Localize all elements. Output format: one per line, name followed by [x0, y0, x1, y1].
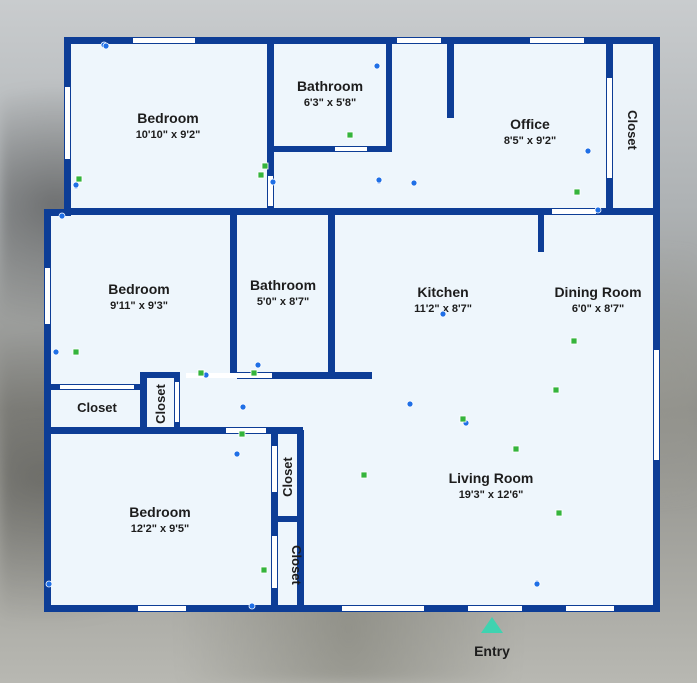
room-title-bedroom-2: Bedroom	[108, 281, 169, 297]
blue-marker[interactable]	[375, 176, 383, 184]
blue-marker[interactable]	[439, 310, 447, 318]
blue-marker[interactable]	[52, 348, 60, 356]
green-marker[interactable]	[197, 369, 205, 377]
blue-marker[interactable]	[248, 602, 256, 610]
green-marker[interactable]	[75, 175, 83, 183]
blue-marker[interactable]	[594, 206, 602, 214]
green-markers[interactable]	[72, 131, 581, 574]
door-gap	[268, 176, 273, 206]
window	[133, 38, 195, 43]
window	[65, 87, 70, 159]
blue-marker[interactable]	[533, 580, 541, 588]
window	[530, 38, 584, 43]
room-dims-bathroom-2: 5'0" x 8'7"	[257, 296, 309, 308]
blue-marker[interactable]	[239, 403, 247, 411]
room-labels: Bedroom 10'10" x 9'2" Bathroom 6'3" x 5'…	[108, 78, 641, 535]
closet-label-office: Closet	[625, 110, 640, 150]
room-dims-bathroom-1: 6'3" x 5'8"	[304, 97, 356, 109]
blue-marker[interactable]	[373, 62, 381, 70]
closet-label-horizontal: Closet	[77, 400, 117, 415]
blue-marker[interactable]	[410, 179, 418, 187]
green-marker[interactable]	[250, 369, 258, 377]
blue-marker[interactable]	[269, 178, 277, 186]
blue-markers[interactable]	[45, 41, 602, 610]
windows	[45, 38, 659, 611]
green-marker[interactable]	[573, 188, 581, 196]
window	[397, 38, 441, 43]
blue-marker[interactable]	[58, 212, 66, 220]
room-title-bathroom-2: Bathroom	[250, 277, 316, 293]
door-gap	[60, 385, 134, 389]
green-marker[interactable]	[261, 162, 269, 170]
blue-marker[interactable]	[254, 361, 262, 369]
green-marker[interactable]	[552, 386, 560, 394]
closet-label-small: Closet	[153, 383, 168, 423]
room-title-bedroom-3: Bedroom	[129, 504, 190, 520]
green-marker[interactable]	[346, 131, 354, 139]
door-gap	[226, 428, 266, 433]
room-title-bathroom-1: Bathroom	[297, 78, 363, 94]
room-dims-bedroom-2: 9'11" x 9'3"	[110, 300, 168, 312]
closet-label-living-2: Closet	[289, 545, 304, 585]
floor	[47, 40, 657, 608]
room-title-bedroom-1: Bedroom	[137, 110, 198, 126]
blue-marker[interactable]	[45, 580, 53, 588]
room-title-living-room: Living Room	[449, 470, 534, 486]
door-gap	[175, 382, 179, 422]
window	[138, 606, 186, 611]
blue-marker[interactable]	[584, 147, 592, 155]
window	[45, 268, 50, 324]
window	[566, 606, 614, 611]
room-dims-kitchen: 11'2" x 8'7"	[414, 303, 472, 315]
blue-marker[interactable]	[72, 181, 80, 189]
green-marker[interactable]	[360, 471, 368, 479]
green-marker[interactable]	[72, 348, 80, 356]
room-title-office: Office	[510, 116, 550, 132]
room-dims-office: 8'5" x 9'2"	[504, 135, 556, 147]
room-dims-bedroom-1: 10'10" x 9'2"	[136, 129, 201, 141]
room-dims-bedroom-3: 12'2" x 9'5"	[131, 523, 189, 535]
green-marker[interactable]	[512, 445, 520, 453]
green-marker[interactable]	[555, 509, 563, 517]
door-gap	[272, 446, 277, 492]
window	[342, 606, 424, 611]
green-marker[interactable]	[459, 415, 467, 423]
blue-marker[interactable]	[102, 42, 110, 50]
room-title-dining-room: Dining Room	[554, 284, 641, 300]
room-dims-living-room: 19'3" x 12'6"	[459, 489, 524, 501]
entry-arrow-icon[interactable]	[481, 617, 503, 633]
blue-marker[interactable]	[233, 450, 241, 458]
door-gap	[186, 373, 272, 378]
blue-marker[interactable]	[406, 400, 414, 408]
entry-label: Entry	[474, 643, 510, 659]
door-gap	[272, 536, 277, 588]
door-gap	[335, 147, 367, 151]
green-marker[interactable]	[238, 430, 246, 438]
room-dims-dining-room: 6'0" x 8'7"	[572, 303, 624, 315]
room-title-kitchen: Kitchen	[417, 284, 468, 300]
closet-label-living-1: Closet	[280, 456, 295, 496]
door-gap	[607, 78, 612, 178]
green-marker[interactable]	[570, 337, 578, 345]
window	[654, 350, 659, 460]
closet-labels: Closet Closet Closet Closet Closet	[77, 110, 640, 585]
entry-door	[468, 606, 522, 611]
green-marker[interactable]	[257, 171, 265, 179]
green-marker[interactable]	[260, 566, 268, 574]
door-gap	[552, 209, 596, 214]
